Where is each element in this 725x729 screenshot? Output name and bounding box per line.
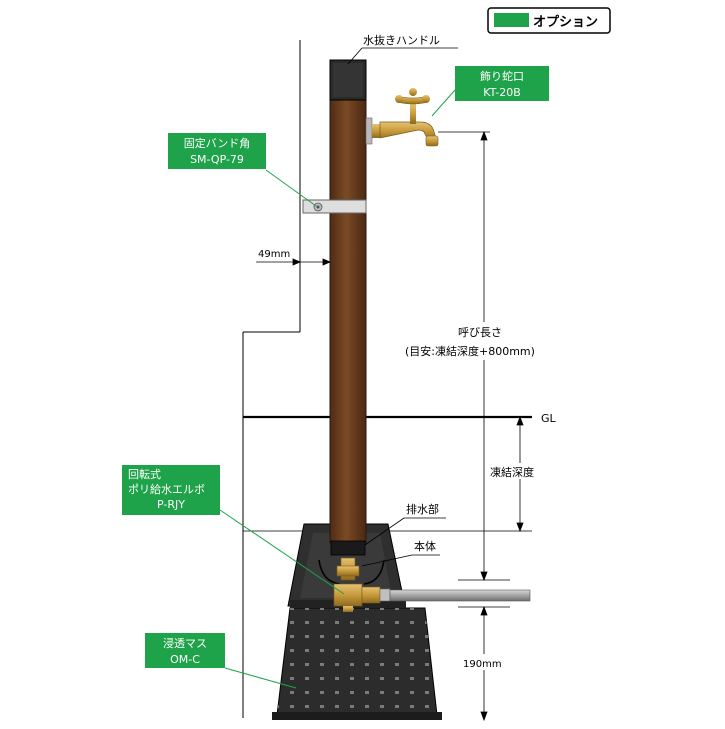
call-length-note: (目安:凍結深度+800mm) — [405, 344, 535, 358]
faucet-post — [329, 59, 367, 556]
dim-49mm — [256, 258, 332, 266]
legend: オプション — [487, 7, 611, 34]
option-elbow-line1: 回転式 — [128, 468, 161, 481]
call-length-label: 呼び長さ — [458, 326, 502, 339]
option-band-code: SM-QP-79 — [190, 153, 244, 166]
faucet-leader — [431, 89, 456, 117]
option-elbow-code: P-RJY — [157, 498, 185, 511]
option-elbow-box: 回転式 ポリ給水エルボ P-RJY — [122, 465, 220, 515]
handle-label: 水抜きハンドル — [363, 33, 440, 47]
dim-49mm-label: 49mm — [258, 249, 290, 260]
legend-swatch — [494, 13, 529, 27]
drain-joint — [330, 540, 366, 556]
option-faucet-code: KT-20B — [483, 86, 521, 99]
option-faucet-name: 飾り蛇口 — [480, 69, 524, 83]
dim-190mm-label: 190mm — [463, 659, 502, 670]
fixed-band — [302, 199, 367, 214]
drain-label: 排水部 — [406, 502, 439, 516]
elbow-leader — [219, 509, 345, 595]
option-band-box: 固定バンド角 SM-QP-79 — [168, 133, 266, 169]
option-elbow-line2: ポリ給水エルボ — [128, 482, 205, 496]
body-label: 本体 — [414, 539, 436, 553]
mass-leader — [224, 667, 297, 689]
elbow-fitting — [333, 557, 391, 612]
penetration-basin — [272, 607, 442, 720]
supply-pipe — [389, 589, 531, 602]
band-leader — [265, 169, 317, 207]
legend-label: オプション — [533, 15, 598, 30]
decorative-faucet — [365, 88, 439, 147]
option-mass-box: 浸透マス OM-C — [145, 633, 225, 668]
option-mass-code: OM-C — [170, 653, 200, 666]
option-band-name: 固定バンド角 — [184, 136, 251, 150]
option-mass-name: 浸透マス — [163, 637, 207, 650]
gl-label: GL — [541, 412, 557, 425]
option-faucet-box: 飾り蛇口 KT-20B — [455, 66, 549, 101]
freeze-depth-label: 凍結深度 — [490, 465, 534, 479]
